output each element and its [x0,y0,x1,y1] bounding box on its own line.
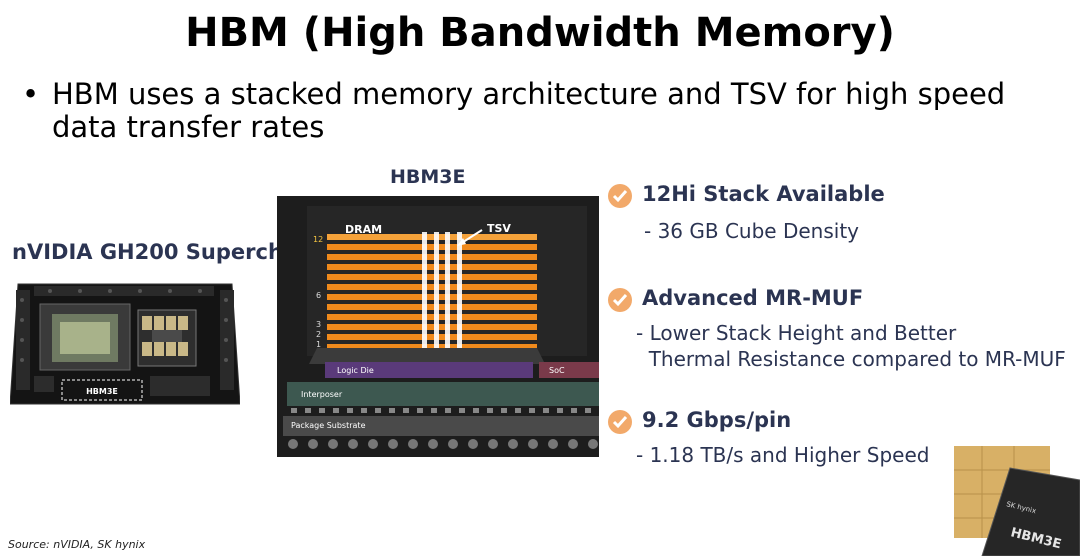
cross-section-graphic: DRAM TSV 12 6 3 2 1 Logic Die SoC Interp… [277,196,599,457]
dram-layer [327,274,537,280]
dram-layer [327,294,537,300]
micro-bump [473,408,479,413]
solder-ball [368,439,378,449]
checkmark-icon [608,184,632,208]
feature-heading: 9.2 Gbps/pin [642,408,792,432]
dram-layer [327,314,537,320]
dram-layer [327,264,537,270]
micro-bump [459,408,465,413]
micro-bump [417,408,423,413]
checkmark-icon [608,288,632,312]
hbm3e-cross-section: DRAM TSV 12 6 3 2 1 Logic Die SoC Interp… [277,196,599,457]
interposer-label: Interposer [301,390,343,399]
dram-layer [327,344,537,350]
solder-ball [388,439,398,449]
dram-label: DRAM [345,223,382,236]
solder-ball [448,439,458,449]
level-3: 3 [316,320,321,329]
dram-layer [327,334,537,340]
solder-ball [308,439,318,449]
solder-ball [588,439,598,449]
level-6: 6 [316,291,321,300]
micro-bump [403,408,409,413]
source-note: Source: nVIDIA, SK hynix [8,538,146,551]
board-hbm3e-label: HBM3E [86,387,118,396]
gh200-label: nVIDIA GH200 Superchip [12,240,306,264]
feature-detail: - 36 GB Cube Density [644,219,859,243]
soc-label: SoC [549,366,565,375]
hbm3e-diagram-label: HBM3E [390,166,466,188]
dram-layer [327,304,537,310]
package-substrate-label: Package Substrate [291,421,366,430]
micro-bump [347,408,353,413]
feature-detail: Thermal Resistance compared to MR-MUF [636,347,1066,371]
bullet-text: HBM uses a stacked memory architecture a… [52,77,1006,144]
feature-detail: - 1.18 TB/s and Higher Speed [636,443,930,467]
logic-die-label: Logic Die [337,366,374,375]
gh200-board-image: HBM3E [10,283,240,405]
micro-bump [319,408,325,413]
level-2: 2 [316,330,321,339]
solder-ball [328,439,338,449]
micro-bump [571,408,577,413]
micro-bump [487,408,493,413]
solder-ball [488,439,498,449]
micro-bump [515,408,521,413]
feature-detail: - Lower Stack Height and Better [636,321,957,345]
dram-layer [327,244,537,250]
micro-bump [375,408,381,413]
slide-title: HBM (High Bandwidth Memory) [185,10,895,56]
micro-bump [333,408,339,413]
level-12: 12 [313,235,323,244]
micro-bump [445,408,451,413]
solder-ball [568,439,578,449]
dram-layer [327,284,537,290]
dram-layer [327,324,537,330]
hbm3e-chip-image: SK hynix HBM3E [954,446,1080,556]
solder-ball [428,439,438,449]
micro-bump [529,408,535,413]
solder-ball [348,439,358,449]
micro-bump [557,408,563,413]
checkmark-icon [608,410,632,434]
solder-ball [468,439,478,449]
solder-ball [408,439,418,449]
feature-heading: 12Hi Stack Available [642,182,885,206]
solder-ball [508,439,518,449]
level-1: 1 [316,340,321,349]
micro-bump [361,408,367,413]
bullet-marker: • [22,77,40,111]
micro-bump [543,408,549,413]
micro-bump [585,408,591,413]
solder-ball [288,439,298,449]
micro-bump [501,408,507,413]
feature-heading: Advanced MR-MUF [642,286,864,310]
micro-bump [389,408,395,413]
micro-bump [291,408,297,413]
solder-ball [528,439,538,449]
dram-layer [327,234,537,240]
micro-bump [431,408,437,413]
tsv-label: TSV [487,222,511,235]
micro-bump [305,408,311,413]
solder-ball [548,439,558,449]
dram-layer [327,254,537,260]
